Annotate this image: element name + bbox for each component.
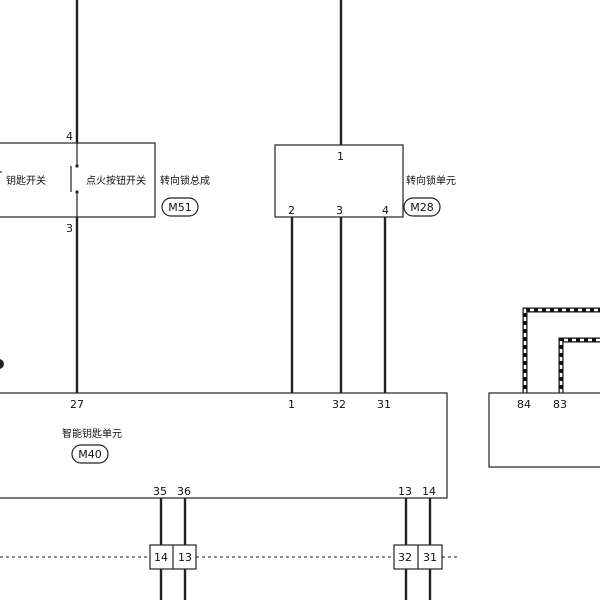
pin-m40-31: 31 — [377, 398, 391, 411]
pin-m40-13: 13 — [398, 485, 412, 498]
connector-code-m51: M51 — [168, 201, 192, 214]
key-switch-label: 钥匙开关 — [6, 174, 46, 187]
pin-m40-1: 1 — [288, 398, 295, 411]
smart-key-unit: 27 1 32 31 智能钥匙单元 M40 35 36 13 14 — [0, 359, 448, 499]
pin-lock-unit-2: 2 — [288, 204, 295, 217]
steering-lock-unit-box — [274, 144, 404, 218]
right-module-box — [488, 392, 600, 468]
steering-lock-assembly: 4 3 钥匙开关 点火按钮开关 转向锁总成 M51 — [0, 0, 210, 393]
shielded-wire-84 — [523, 308, 600, 393]
pin-m40-27: 27 — [70, 398, 84, 411]
pin-m40-36: 36 — [177, 485, 191, 498]
connector-code-m40: M40 — [78, 448, 102, 461]
smart-key-unit-label: 智能钥匙单元 — [62, 427, 122, 440]
pin-lock-unit-3: 3 — [336, 204, 343, 217]
pin-m40-35: 35 — [153, 485, 167, 498]
pin-assembly-4: 4 — [66, 130, 73, 143]
ignition-button-switch-label: 点火按钮开关 — [86, 174, 146, 187]
steering-lock-unit-label: 转向锁单元 — [406, 174, 456, 187]
pin-right-83: 83 — [553, 398, 567, 411]
pin-m40-32: 32 — [332, 398, 346, 411]
inline-connector-left-pin-13: 13 — [178, 551, 192, 564]
pin-assembly-3: 3 — [66, 222, 73, 235]
pin-lock-unit-4: 4 — [382, 204, 389, 217]
connector-tag-m51 — [161, 197, 199, 217]
steering-lock-assembly-label: 转向锁总成 — [160, 174, 210, 187]
lower-harness: 14 13 32 31 — [0, 498, 460, 600]
pin-lock-unit-1: 1 — [337, 150, 344, 163]
pin-right-84: 84 — [517, 398, 531, 411]
inline-connector-left-pin-14: 14 — [154, 551, 168, 564]
inline-connector-right-pin-31: 31 — [423, 551, 437, 564]
pin-m40-14: 14 — [422, 485, 436, 498]
inline-connector-right-pin-32: 32 — [398, 551, 412, 564]
connector-tag-m40 — [71, 444, 109, 464]
connector-code-m28: M28 — [410, 201, 434, 214]
smart-key-unit-box — [0, 392, 448, 499]
connector-tag-m28 — [403, 197, 441, 217]
splice-point — [0, 359, 4, 369]
right-module: 84 83 — [488, 307, 600, 468]
steering-lock-unit: 1 2 3 4 转向锁单元 M28 — [274, 0, 456, 393]
shielded-wire-83 — [559, 338, 600, 393]
